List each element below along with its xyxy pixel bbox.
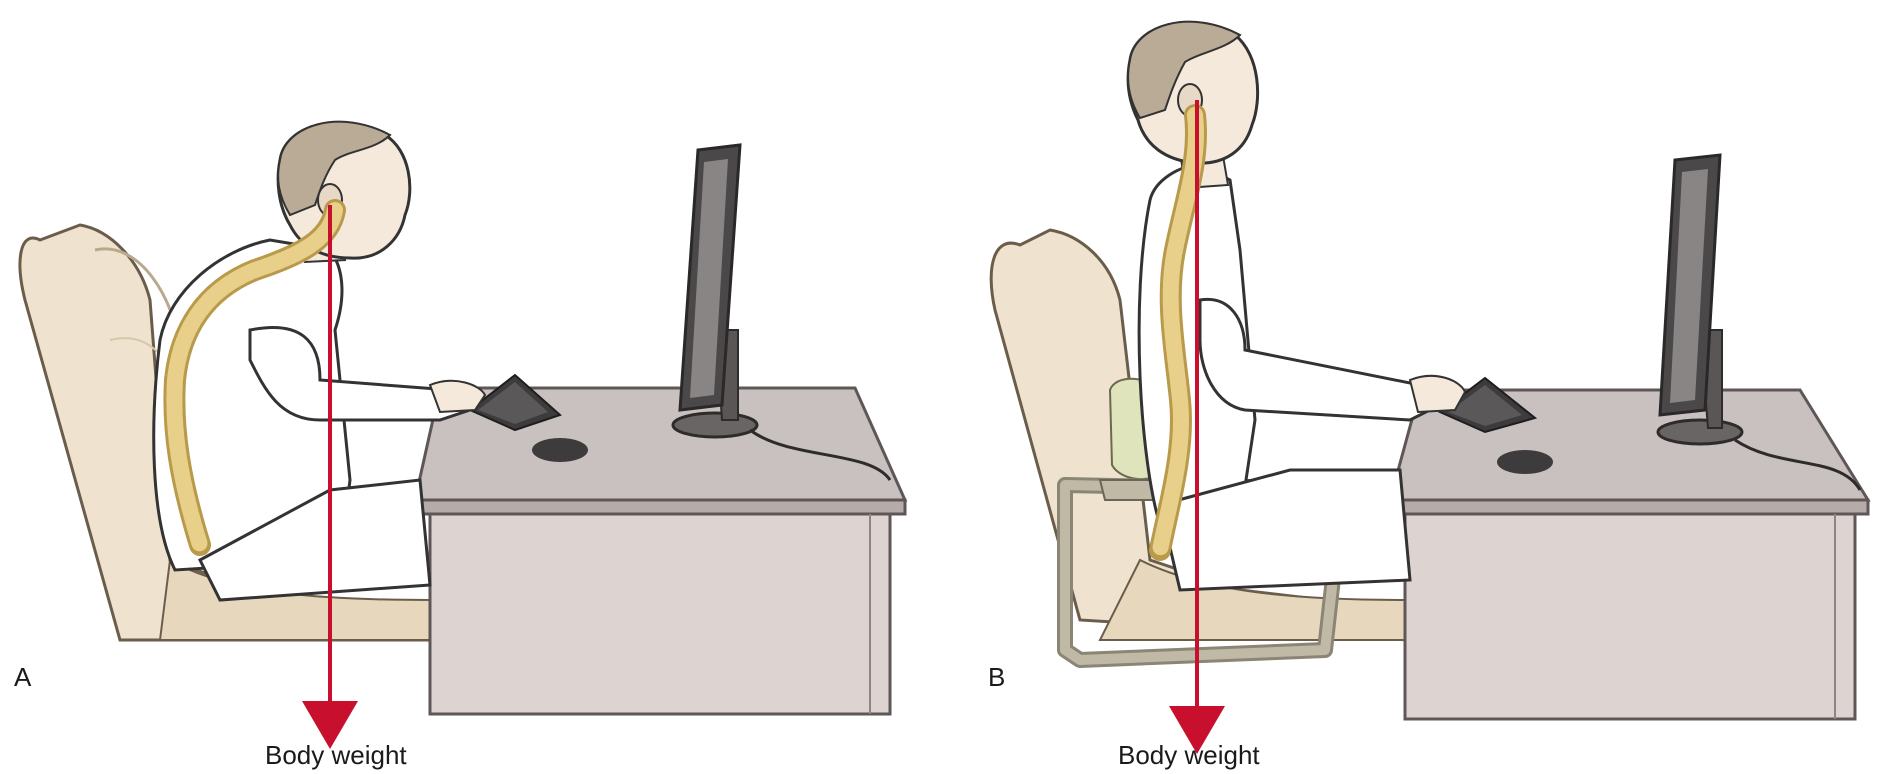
panel-a-letter: A (14, 662, 31, 693)
panel-a (20, 122, 905, 725)
desk-b (1390, 390, 1868, 719)
panel-b-caption: Body weight (1118, 740, 1260, 771)
desk-a (415, 388, 905, 714)
panel-b-letter: B (988, 662, 1005, 693)
mouse-a (532, 438, 588, 462)
panel-b (991, 22, 1868, 730)
panel-a-caption: Body weight (265, 740, 407, 771)
mouse-b (1497, 450, 1553, 474)
